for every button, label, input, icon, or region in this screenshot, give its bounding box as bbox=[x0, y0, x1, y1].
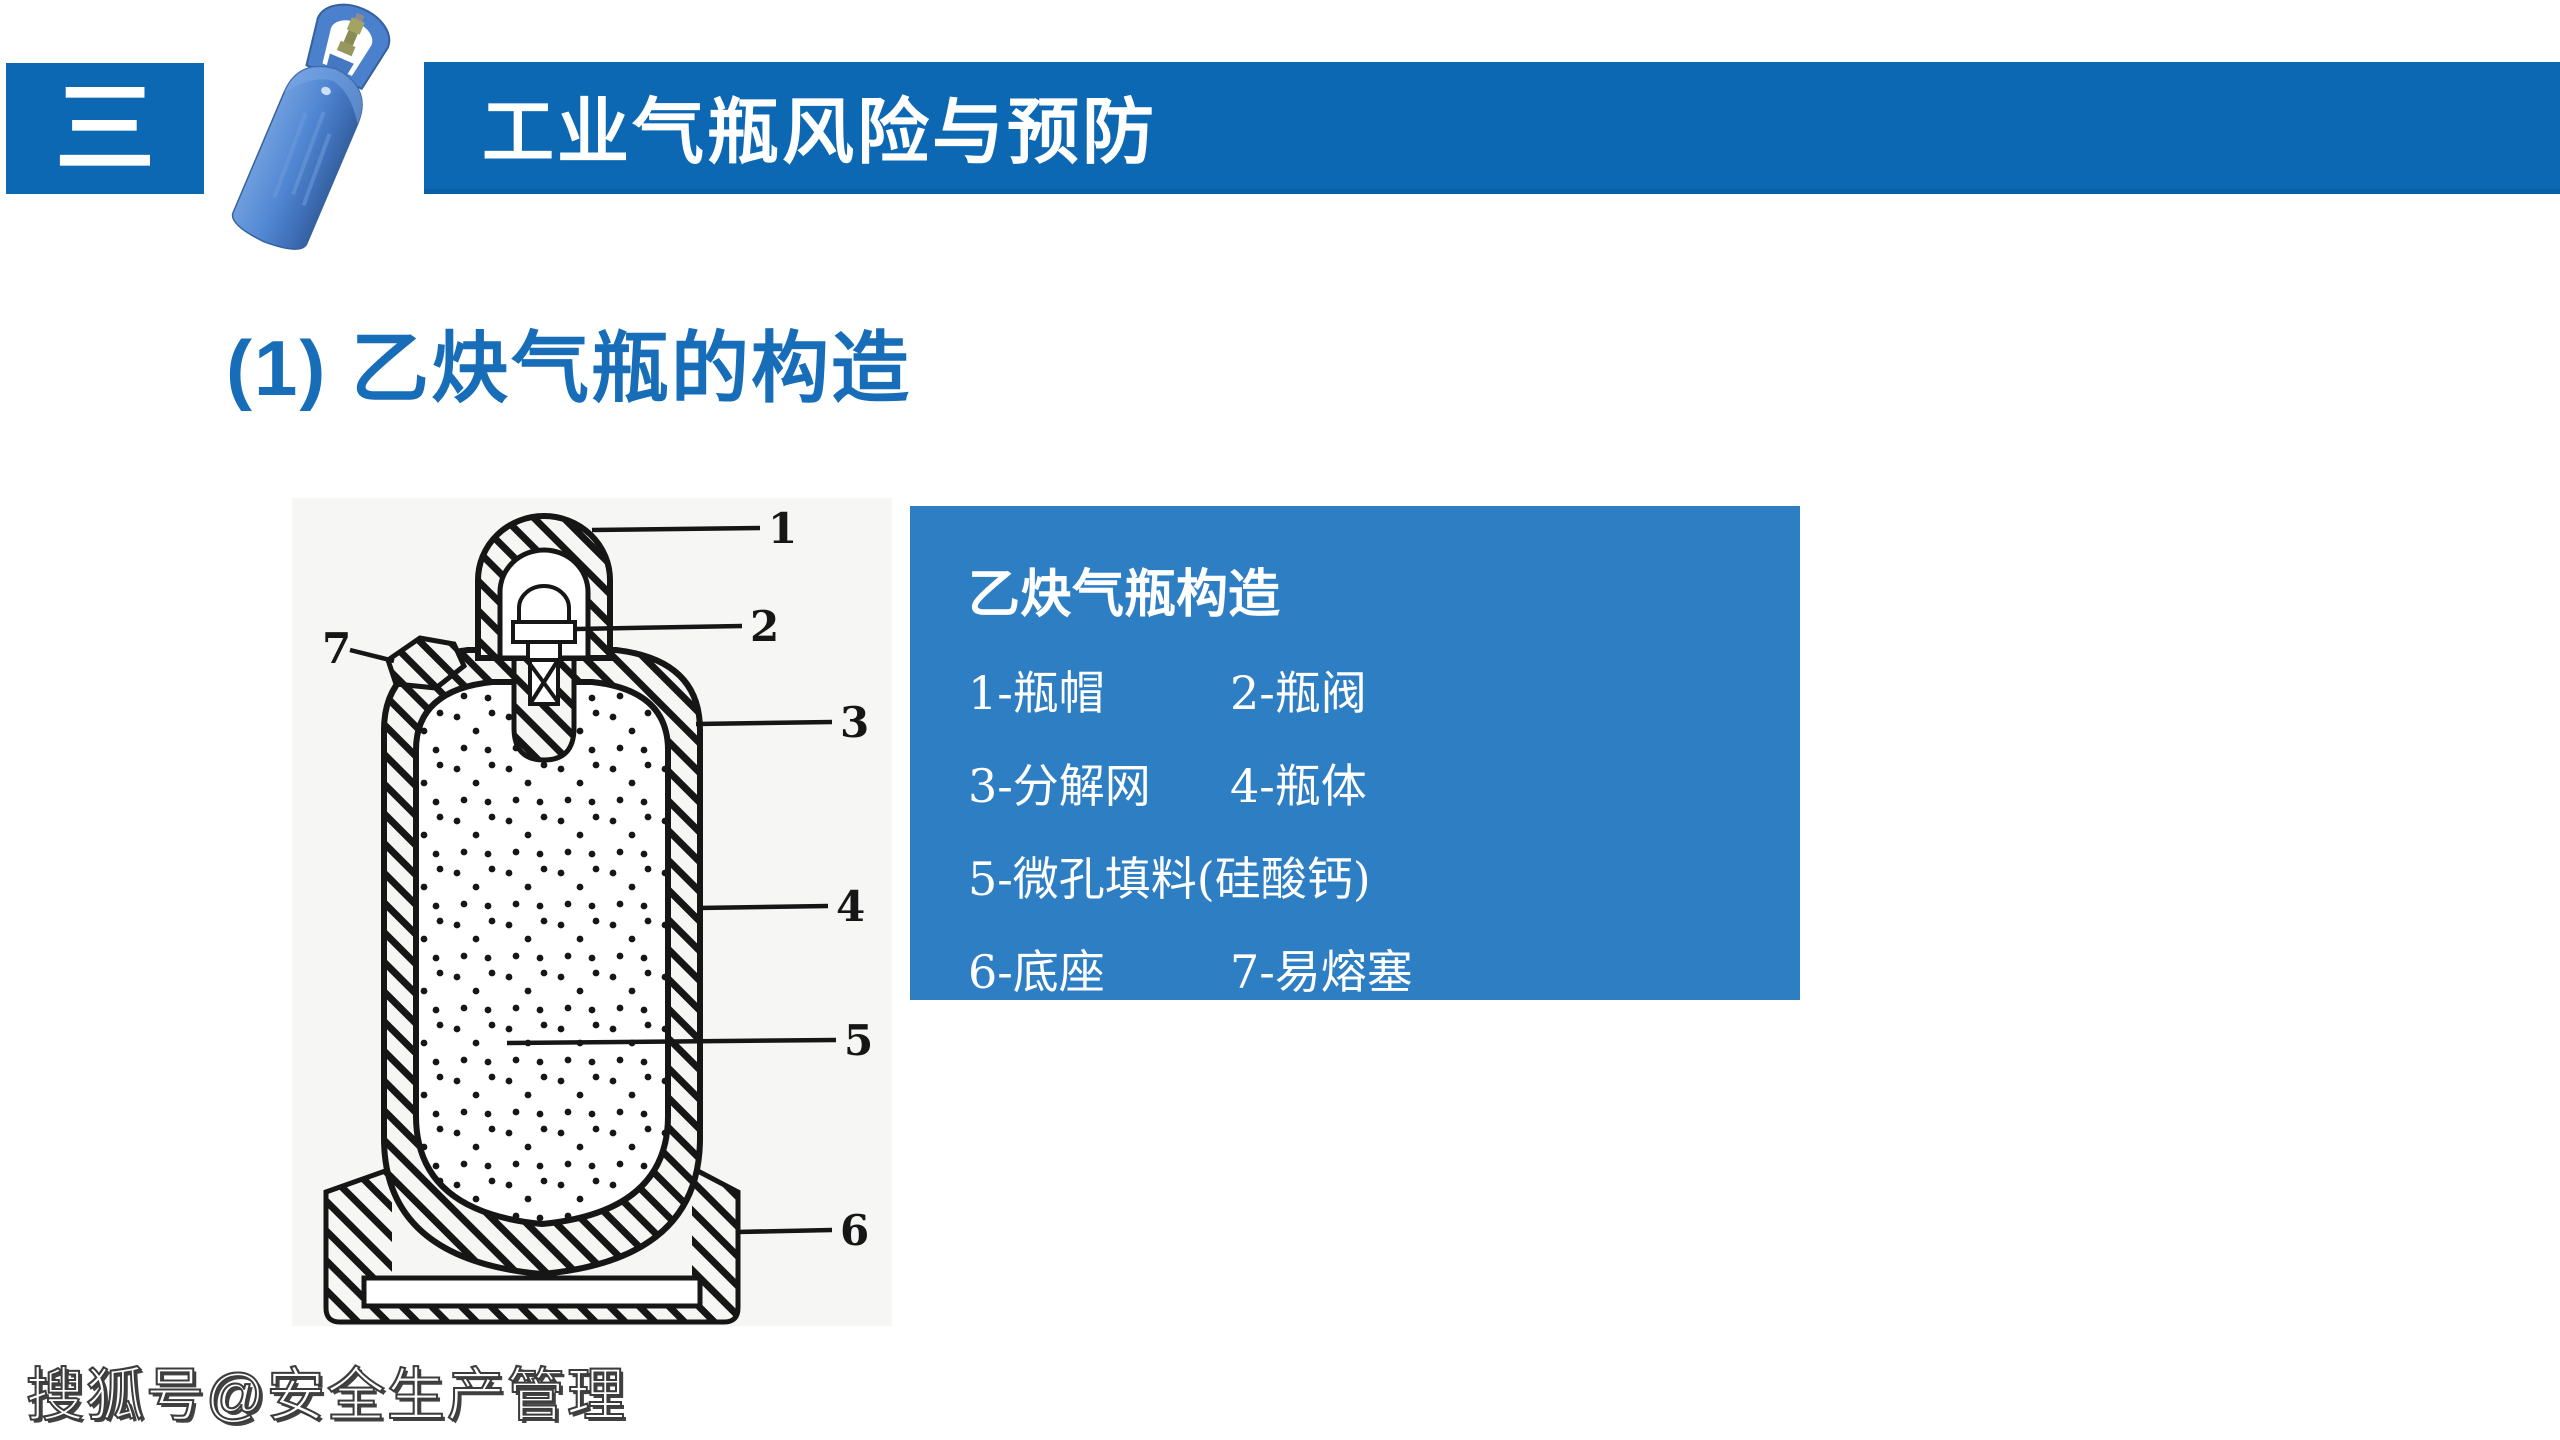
legend-item: 3-分解网 bbox=[968, 758, 1151, 813]
legend-row: 3-分解网 4-瓶体 bbox=[968, 736, 1800, 829]
section-title: (1) 乙炔气瓶的构造 bbox=[226, 324, 912, 412]
legend-item: 4-瓶体 bbox=[1230, 758, 1367, 813]
diagram-label-7: 7 bbox=[322, 624, 351, 673]
menu-square: 三 bbox=[6, 63, 204, 194]
menu-icon: 三 bbox=[55, 72, 155, 185]
legend-row: 1-瓶帽 2-瓶阀 bbox=[968, 643, 1800, 736]
gas-cylinder-photo-icon bbox=[231, 3, 391, 250]
legend-item: 7-易熔塞 bbox=[1230, 944, 1413, 999]
legend-rows: 1-瓶帽 2-瓶阀 3-分解网 4-瓶体 5-微孔填料(硅酸钙) 6-底座 7-… bbox=[968, 643, 1800, 1015]
diagram-number-labels: 1 2 3 4 5 6 7 bbox=[322, 504, 873, 1255]
legend-row: 6-底座 7-易熔塞 bbox=[968, 922, 1800, 1015]
legend-title: 乙炔气瓶构造 bbox=[968, 566, 1281, 624]
legend-item: 6-底座 bbox=[968, 944, 1105, 999]
legend-item: 5-微孔填料(硅酸钙) bbox=[968, 851, 1371, 906]
watermark: 搜狐号@安全生产管理 bbox=[25, 1362, 627, 1429]
header-bar: 工业气瓶风险与预防 bbox=[424, 62, 2560, 194]
legend-item: 1-瓶帽 bbox=[968, 665, 1105, 720]
diagram-label-5: 5 bbox=[844, 1016, 873, 1065]
diagram-leader-lines bbox=[349, 525, 837, 1235]
diagram-cap bbox=[475, 513, 613, 662]
diagram-label-3: 3 bbox=[840, 698, 869, 747]
legend-box: 乙炔气瓶构造 1-瓶帽 2-瓶阀 3-分解网 4-瓶体 5-微孔填料(硅酸钙) … bbox=[910, 506, 1800, 1000]
legend-item: 2-瓶阀 bbox=[1230, 665, 1367, 720]
diagram-label-2: 2 bbox=[750, 602, 779, 651]
acetylene-cylinder-diagram: 1 2 3 4 5 6 7 bbox=[292, 498, 892, 1326]
diagram-label-4: 4 bbox=[836, 882, 865, 931]
diagram-fusible-plug bbox=[385, 635, 468, 691]
legend-row: 5-微孔填料(硅酸钙) bbox=[968, 829, 1800, 922]
diagram-label-1: 1 bbox=[768, 504, 797, 553]
diagram-drawing: 1 2 3 4 5 6 7 bbox=[322, 504, 873, 1325]
page-title: 工业气瓶风险与预防 bbox=[482, 93, 1158, 173]
diagram-body-wall bbox=[381, 647, 703, 1278]
diagram-label-6: 6 bbox=[840, 1206, 869, 1255]
diagram-valve-stem bbox=[511, 654, 577, 763]
